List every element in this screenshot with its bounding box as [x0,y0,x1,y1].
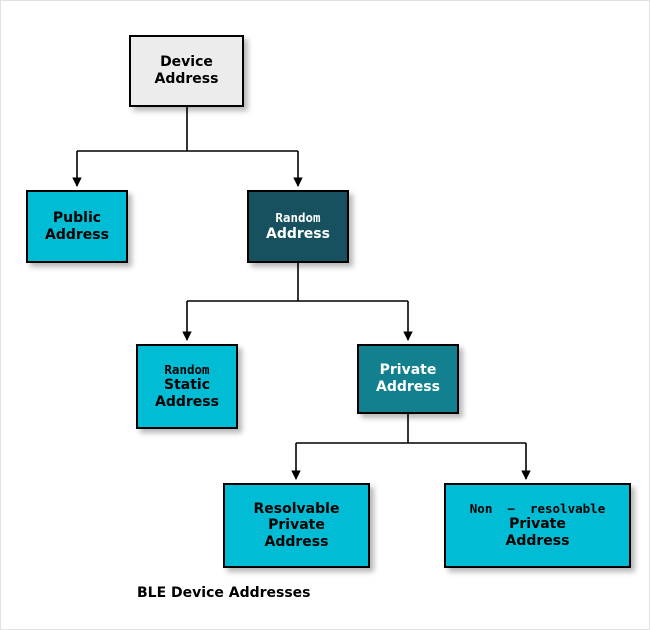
node-resolvable-private-address-line-2: Private [268,517,325,534]
node-random-static-address-line-2: Static [163,377,210,394]
node-random-static-address-line-1: Random [164,361,210,377]
node-private-address[interactable]: Private Address [357,344,459,414]
node-public-address-line-2: Address [45,226,109,243]
node-public-address[interactable]: Public Address [26,190,128,263]
node-public-address-line-1: Public [52,209,102,226]
node-private-address-line-2: Address [376,379,440,395]
node-random-static-address-label: Random Static Address [155,361,219,411]
node-random-address-label: Random Address [266,209,330,242]
node-non-resolvable-private-address-line-1: Non − resolvable [469,500,606,516]
node-non-resolvable-private-address[interactable]: Non − resolvable Private Address [444,483,631,568]
node-random-address-line-1: Random [275,209,321,225]
node-non-resolvable-private-address-label: Non − resolvable Private Address [469,500,606,550]
node-resolvable-private-address[interactable]: Resolvable Private Address [223,483,370,568]
node-resolvable-private-address-line-1: Resolvable [253,500,340,517]
node-resolvable-private-address-label: Resolvable Private Address [254,501,340,551]
node-random-static-address[interactable]: Random Static Address [136,344,238,429]
node-device-address-line-2: Address [154,71,219,87]
node-device-address[interactable]: Device Address [129,35,244,107]
node-device-address-label: Device Address [155,54,219,87]
node-non-resolvable-private-address-line-2: Private [509,516,566,533]
node-resolvable-private-address-line-3: Address [264,533,329,550]
node-public-address-label: Public Address [45,210,109,243]
node-private-address-label: Private Address [376,362,440,395]
node-private-address-line-1: Private [379,362,437,379]
node-random-static-address-line-3: Address [155,393,219,410]
node-device-address-line-1: Device [160,54,213,71]
node-random-address[interactable]: Random Address [247,190,349,263]
node-random-address-line-2: Address [266,225,330,242]
diagram-caption: BLE Device Addresses [137,585,311,601]
node-non-resolvable-private-address-line-3: Address [505,532,570,549]
